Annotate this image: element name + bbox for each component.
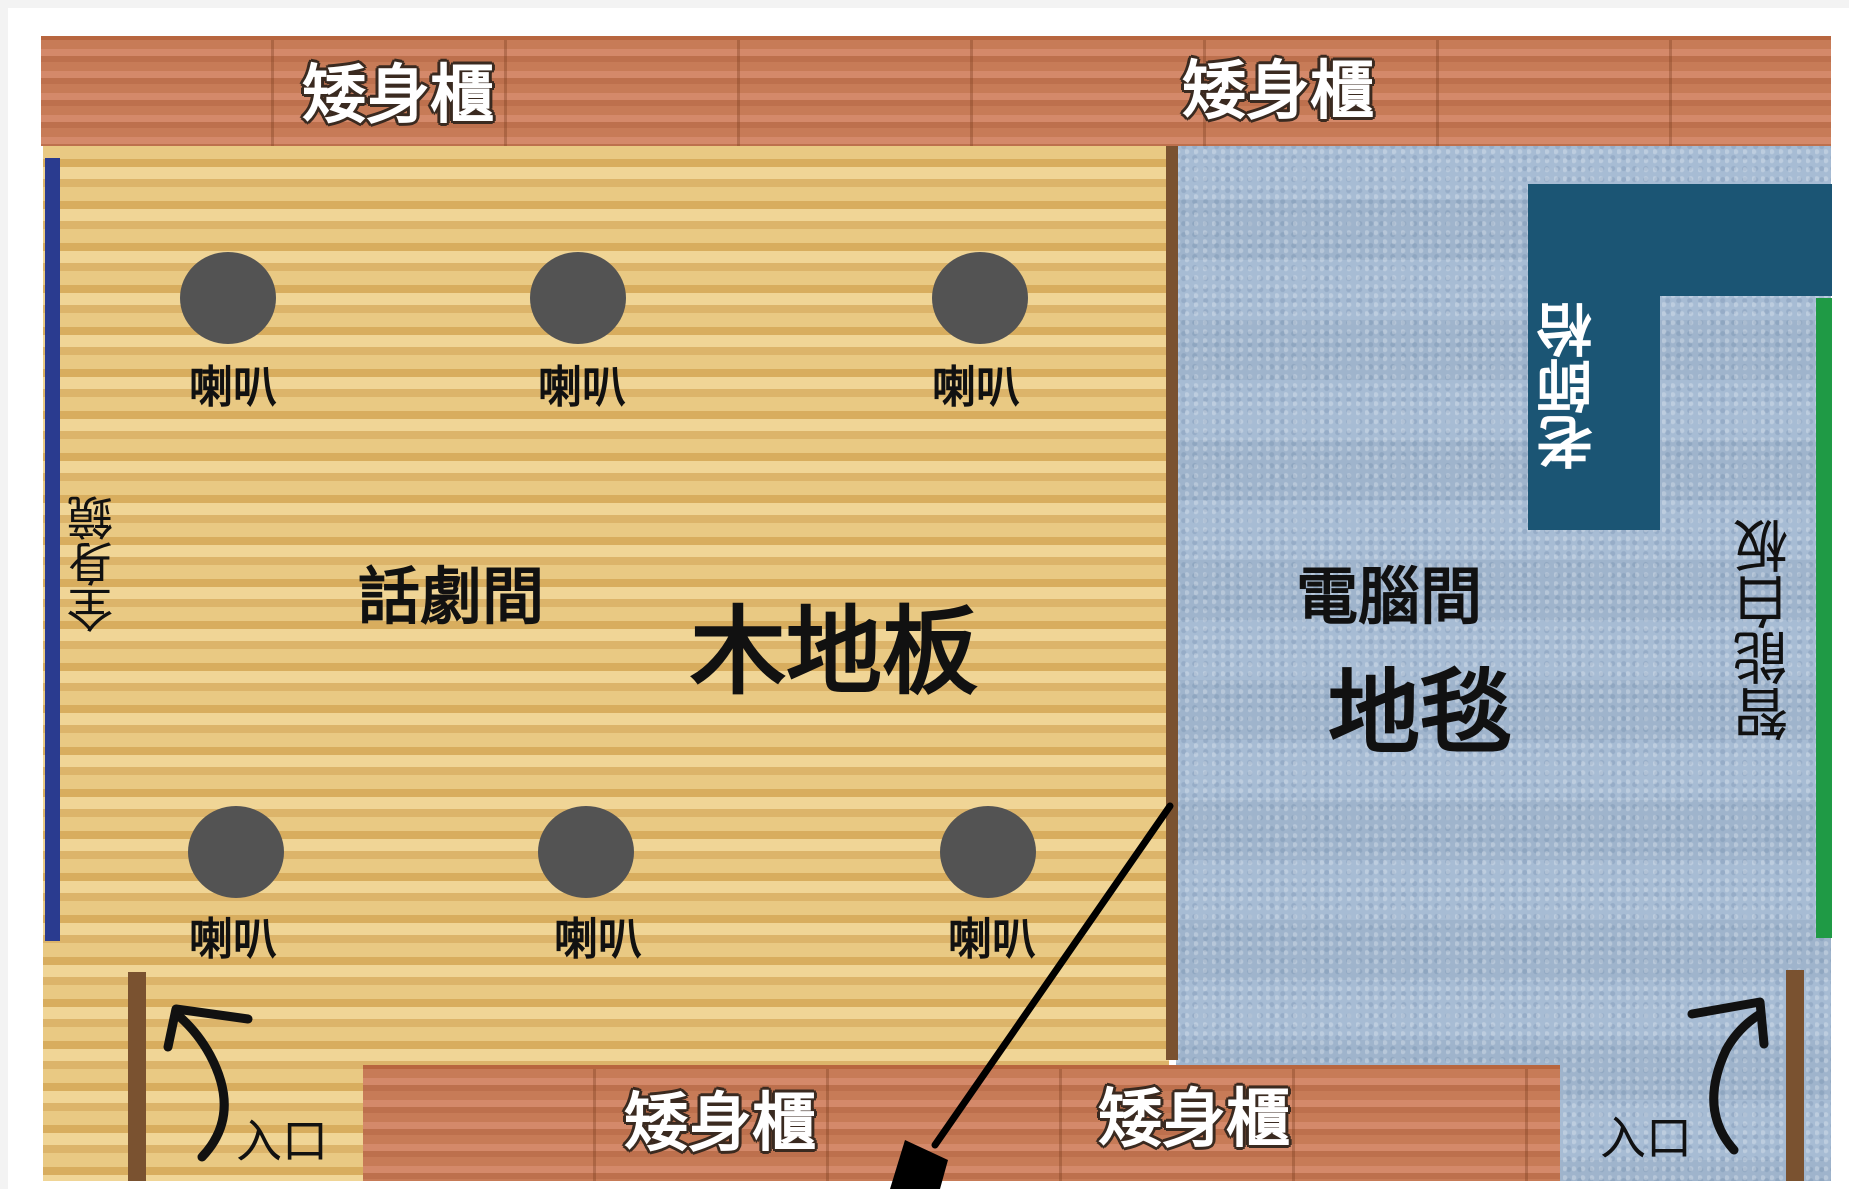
drama-room-entrance-label: 入口 xyxy=(236,1114,328,1168)
top-right-cabinet-label: 矮身櫃 xyxy=(1182,55,1374,129)
bottom-left-cabinet-label: 矮身櫃 xyxy=(624,1087,816,1161)
drama-room-floor-label: 木地板 xyxy=(690,596,978,708)
top-left-cabinet-label: 矮身櫃 xyxy=(302,59,494,133)
drama-room-title: 話劇間 xyxy=(358,560,545,633)
speaker xyxy=(530,252,626,344)
speaker-label: 喇叭 xyxy=(554,914,642,965)
top-cabinet-row xyxy=(41,36,1831,146)
computer-room-floor-label: 地毯 xyxy=(1328,660,1513,767)
bottom-cabinet-row xyxy=(363,1065,1560,1181)
computer-room-door-post xyxy=(1786,970,1804,1181)
computer-room-entrance-label: 入口 xyxy=(1600,1111,1692,1165)
speaker-label: 喇叭 xyxy=(189,362,277,413)
speaker xyxy=(180,252,276,344)
speaker-label: 喇叭 xyxy=(948,914,1036,965)
speaker xyxy=(932,252,1028,344)
teacher-desk-return xyxy=(1528,184,1660,530)
speaker-label: 喇叭 xyxy=(932,362,1020,413)
full-length-mirror xyxy=(45,158,60,941)
bottom-right-cabinet-label: 矮身櫃 xyxy=(1098,1083,1290,1157)
smart-whiteboard xyxy=(1816,298,1832,938)
drama-room-entrance-arrow-icon xyxy=(163,1004,253,1162)
computer-room-entrance-arrow-icon xyxy=(1687,997,1769,1155)
partition-wall xyxy=(1166,145,1178,1060)
computer-room-title: 電腦間 xyxy=(1296,560,1483,633)
speaker xyxy=(538,806,634,898)
speaker xyxy=(188,806,284,898)
speaker xyxy=(940,806,1036,898)
speaker-label: 喇叭 xyxy=(538,362,626,413)
drama-room-door-post xyxy=(128,972,146,1181)
speaker-label: 喇叭 xyxy=(189,914,277,965)
